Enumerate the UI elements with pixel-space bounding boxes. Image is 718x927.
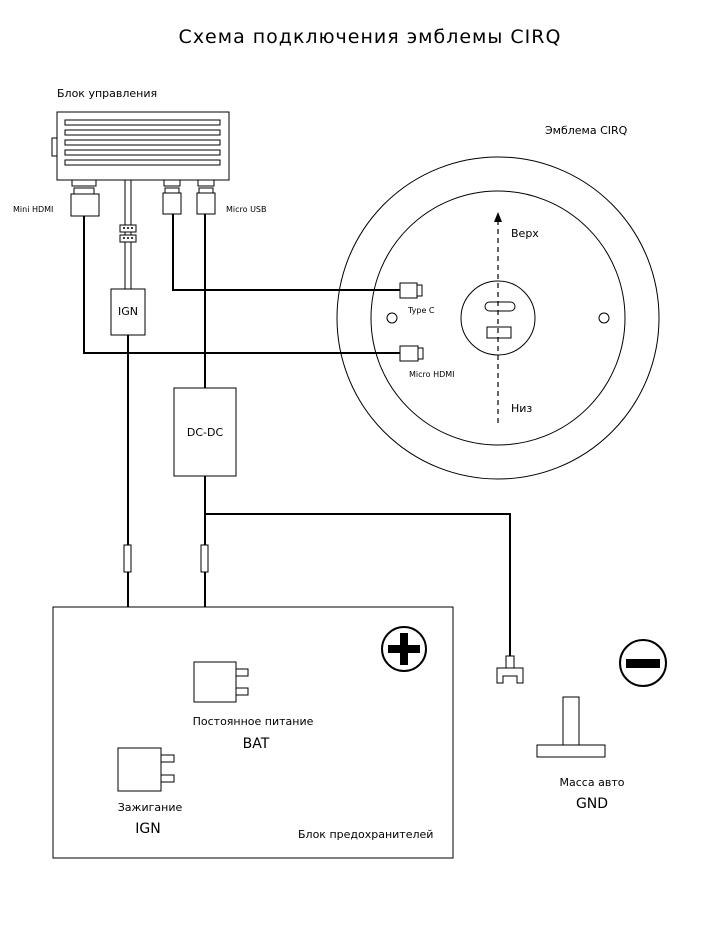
ignition-fuse	[117, 747, 175, 792]
dcdc-label: DC-DC	[187, 426, 224, 439]
inline-fuse-bat	[200, 544, 209, 573]
micro-hdmi-label: Micro HDMI	[409, 370, 455, 379]
micro-usb-connector	[162, 187, 216, 215]
type-c-label: Type C	[407, 306, 435, 315]
plus-icon	[381, 626, 427, 672]
ign-box	[110, 288, 146, 336]
emblem-down-label: Низ	[511, 402, 532, 415]
usb-cable	[172, 214, 402, 291]
emblem	[336, 156, 660, 480]
bat-label: BAT	[243, 736, 270, 752]
emblem-up-label: Верх	[511, 227, 539, 240]
gnd-label: GND	[576, 796, 608, 812]
ground-wire	[205, 513, 511, 656]
diagram-title: Схема подключения эмблемы CIRQ	[179, 26, 562, 48]
type-c-connector	[399, 282, 423, 299]
emblem-label: Эмблема CIRQ	[545, 124, 628, 137]
constant-power-fuse	[193, 661, 249, 703]
control-unit-label: Блок управления	[57, 87, 157, 100]
ign-label: IGN	[135, 821, 160, 837]
hdmi-cable	[83, 216, 402, 354]
fuse-block-label: Блок предохранителей	[298, 828, 433, 841]
ign-wire-pair	[119, 180, 137, 289]
micro-hdmi-connector	[399, 345, 424, 362]
ground-label: Масса авто	[560, 776, 625, 789]
mini-hdmi-connector	[70, 187, 100, 217]
ground-terminal	[496, 655, 524, 684]
mini-hdmi-label: Mini HDMI	[13, 205, 53, 214]
ignition-label: Зажигание	[118, 801, 183, 814]
inline-fuse-ign	[123, 544, 132, 573]
ign-box-label: IGN	[118, 305, 138, 318]
minus-icon	[619, 639, 667, 687]
micro-usb-label: Micro USB	[226, 205, 267, 214]
control-unit	[51, 111, 230, 187]
ground-bolt	[536, 696, 606, 758]
constant-power-label: Постоянное питание	[193, 715, 314, 728]
